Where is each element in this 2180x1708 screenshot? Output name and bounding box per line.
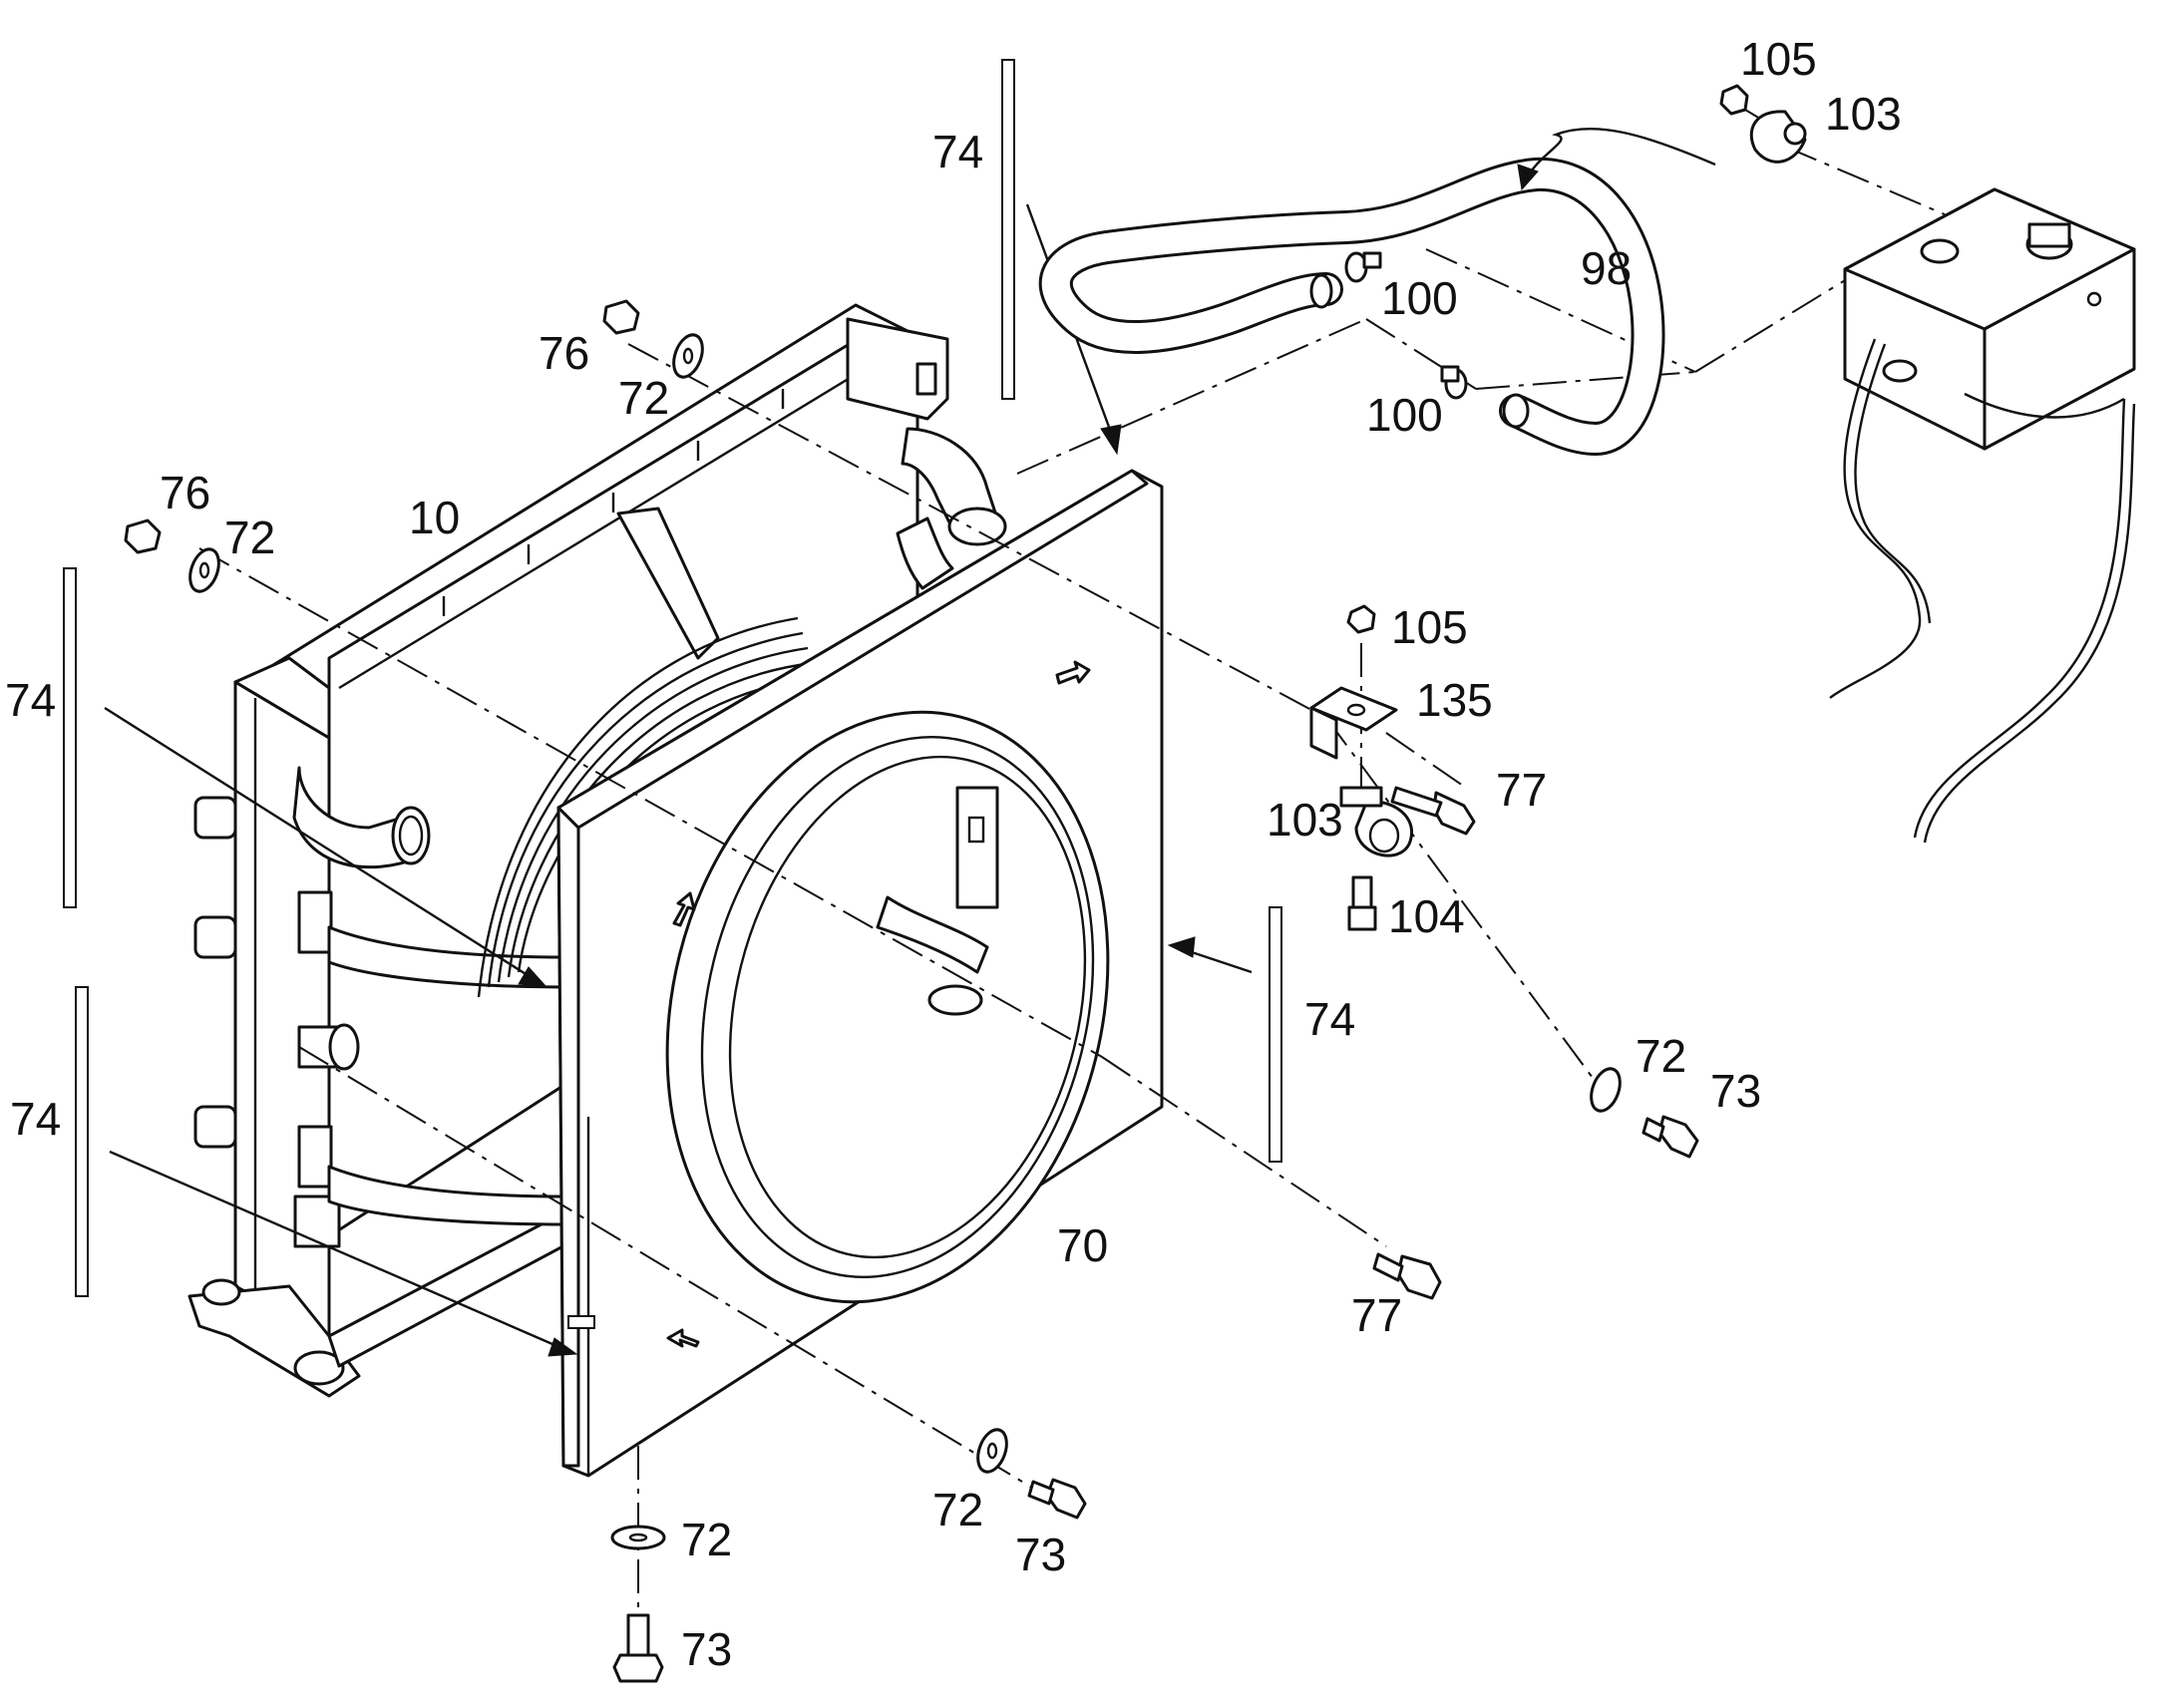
bolt: [1396, 1254, 1442, 1300]
callout-72-right: 72: [1635, 1030, 1686, 1082]
nut: [1346, 604, 1376, 634]
bolt: [1432, 791, 1476, 836]
callout-73-bottom: 73: [681, 1623, 732, 1675]
fan-shroud: [556, 469, 1164, 1478]
callout-100-b: 100: [1366, 389, 1443, 441]
seal-strip-left: [63, 567, 77, 908]
washer: [976, 1428, 1008, 1474]
callout-105-mid: 105: [1391, 601, 1468, 653]
callout-77-low: 77: [1351, 1289, 1402, 1341]
callout-70: 70: [1057, 1219, 1108, 1271]
cable-clamp: [1354, 800, 1413, 857]
callout-10: 10: [409, 492, 460, 543]
washer: [610, 1525, 666, 1550]
callout-72-upper: 72: [618, 372, 669, 424]
callout-105-top: 105: [1740, 33, 1817, 85]
callout-labels: 74 74 74 74 76 72 76 72 10 70 98 100 100…: [5, 33, 1902, 1675]
callout-74-top: 74: [932, 126, 983, 177]
washer: [672, 333, 704, 379]
callout-72-bottom-mid: 72: [932, 1484, 983, 1536]
hose-assembly: [1038, 127, 1716, 456]
bracket: [1309, 686, 1398, 732]
callout-135: 135: [1416, 674, 1493, 726]
callout-77-mid: 77: [1496, 764, 1547, 816]
bolt: [626, 1613, 650, 1657]
nut: [1719, 84, 1749, 116]
seal-strip-right: [1269, 906, 1282, 1163]
callout-103-mid: 103: [1267, 794, 1343, 846]
callout-100-a: 100: [1381, 272, 1458, 324]
callout-72-bottom: 72: [681, 1514, 732, 1565]
callout-73-right: 73: [1710, 1065, 1761, 1117]
callout-73-bottom-mid: 73: [1015, 1529, 1066, 1580]
callout-103-top: 103: [1825, 88, 1902, 140]
seal-strip-left-lower: [75, 986, 89, 1297]
hardware: [124, 84, 1807, 1683]
callout-74-left-lower: 74: [10, 1093, 61, 1145]
callout-74-left: 74: [5, 674, 56, 726]
washer: [188, 547, 220, 593]
callout-74-right: 74: [1304, 993, 1355, 1045]
expansion-tank: [1829, 187, 2136, 844]
callout-76-left: 76: [160, 467, 210, 518]
callout-76-upper: 76: [539, 327, 589, 379]
washer: [1590, 1067, 1622, 1113]
screw: [1351, 875, 1373, 909]
seal-strips: [63, 59, 1282, 1297]
callout-104: 104: [1388, 890, 1465, 942]
nut: [602, 299, 640, 335]
callout-98: 98: [1581, 242, 1632, 294]
nut: [124, 518, 162, 554]
bolt: [1045, 1478, 1087, 1520]
bolt: [1657, 1115, 1699, 1159]
seal-strip-top: [1001, 59, 1015, 400]
callout-72-left: 72: [224, 512, 275, 563]
